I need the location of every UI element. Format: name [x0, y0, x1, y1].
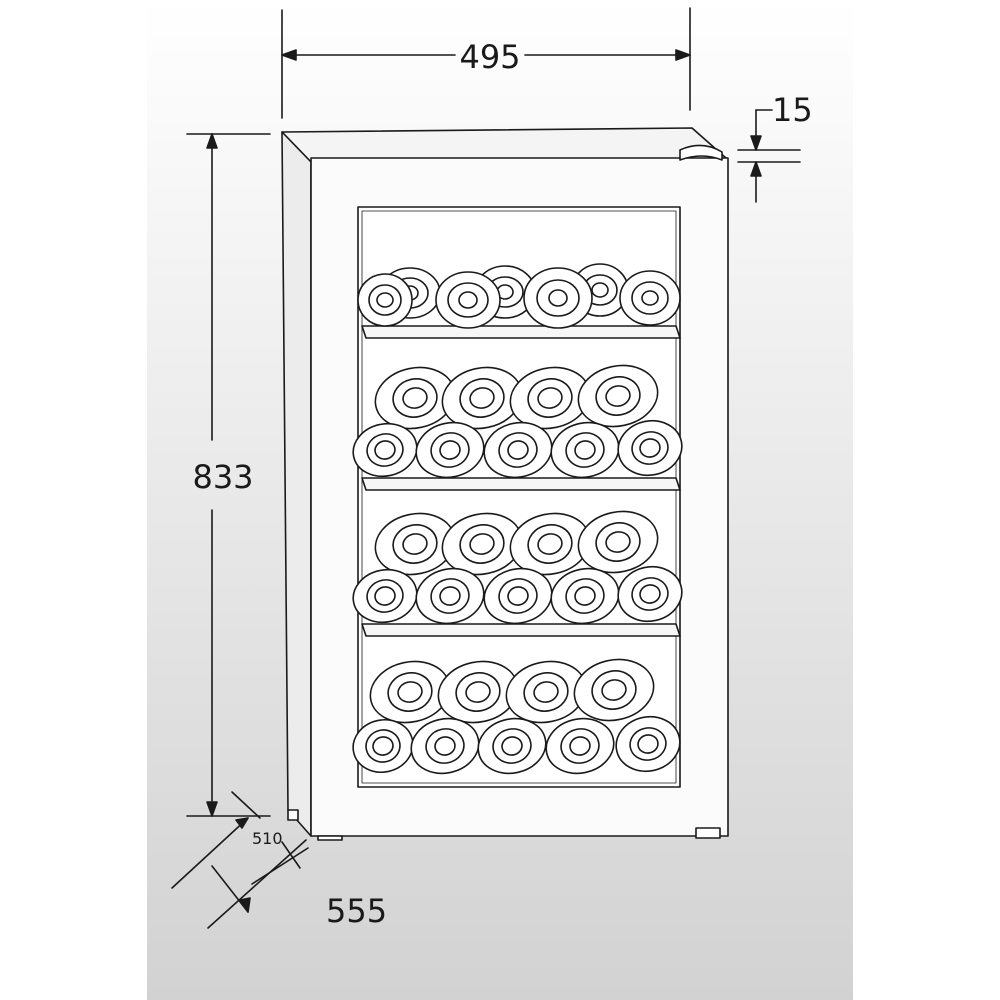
- outer-depth-label: 555: [326, 892, 387, 930]
- top-shelf-bottles: [357, 263, 681, 329]
- height-dimension-line: [186, 133, 271, 817]
- bottle-end: [435, 271, 501, 329]
- width-label: 495: [459, 38, 520, 76]
- bottle-end: [357, 273, 413, 327]
- middle-shelf-1-bottles: [352, 364, 683, 479]
- width-dimension-line: [281, 7, 691, 119]
- bottom-shelf-bottles: [352, 658, 681, 775]
- depth-dimension-lines: [171, 791, 309, 929]
- height-label: 833: [192, 458, 253, 496]
- inner-depth-label: 510: [252, 829, 283, 848]
- top-offset-label: 15: [772, 91, 813, 129]
- shelves: [361, 325, 681, 637]
- middle-shelf-2-bottles: [352, 510, 683, 625]
- top-offset-dimension-line: [737, 109, 801, 203]
- bottle-end: [523, 267, 593, 329]
- bottle-end: [619, 270, 681, 326]
